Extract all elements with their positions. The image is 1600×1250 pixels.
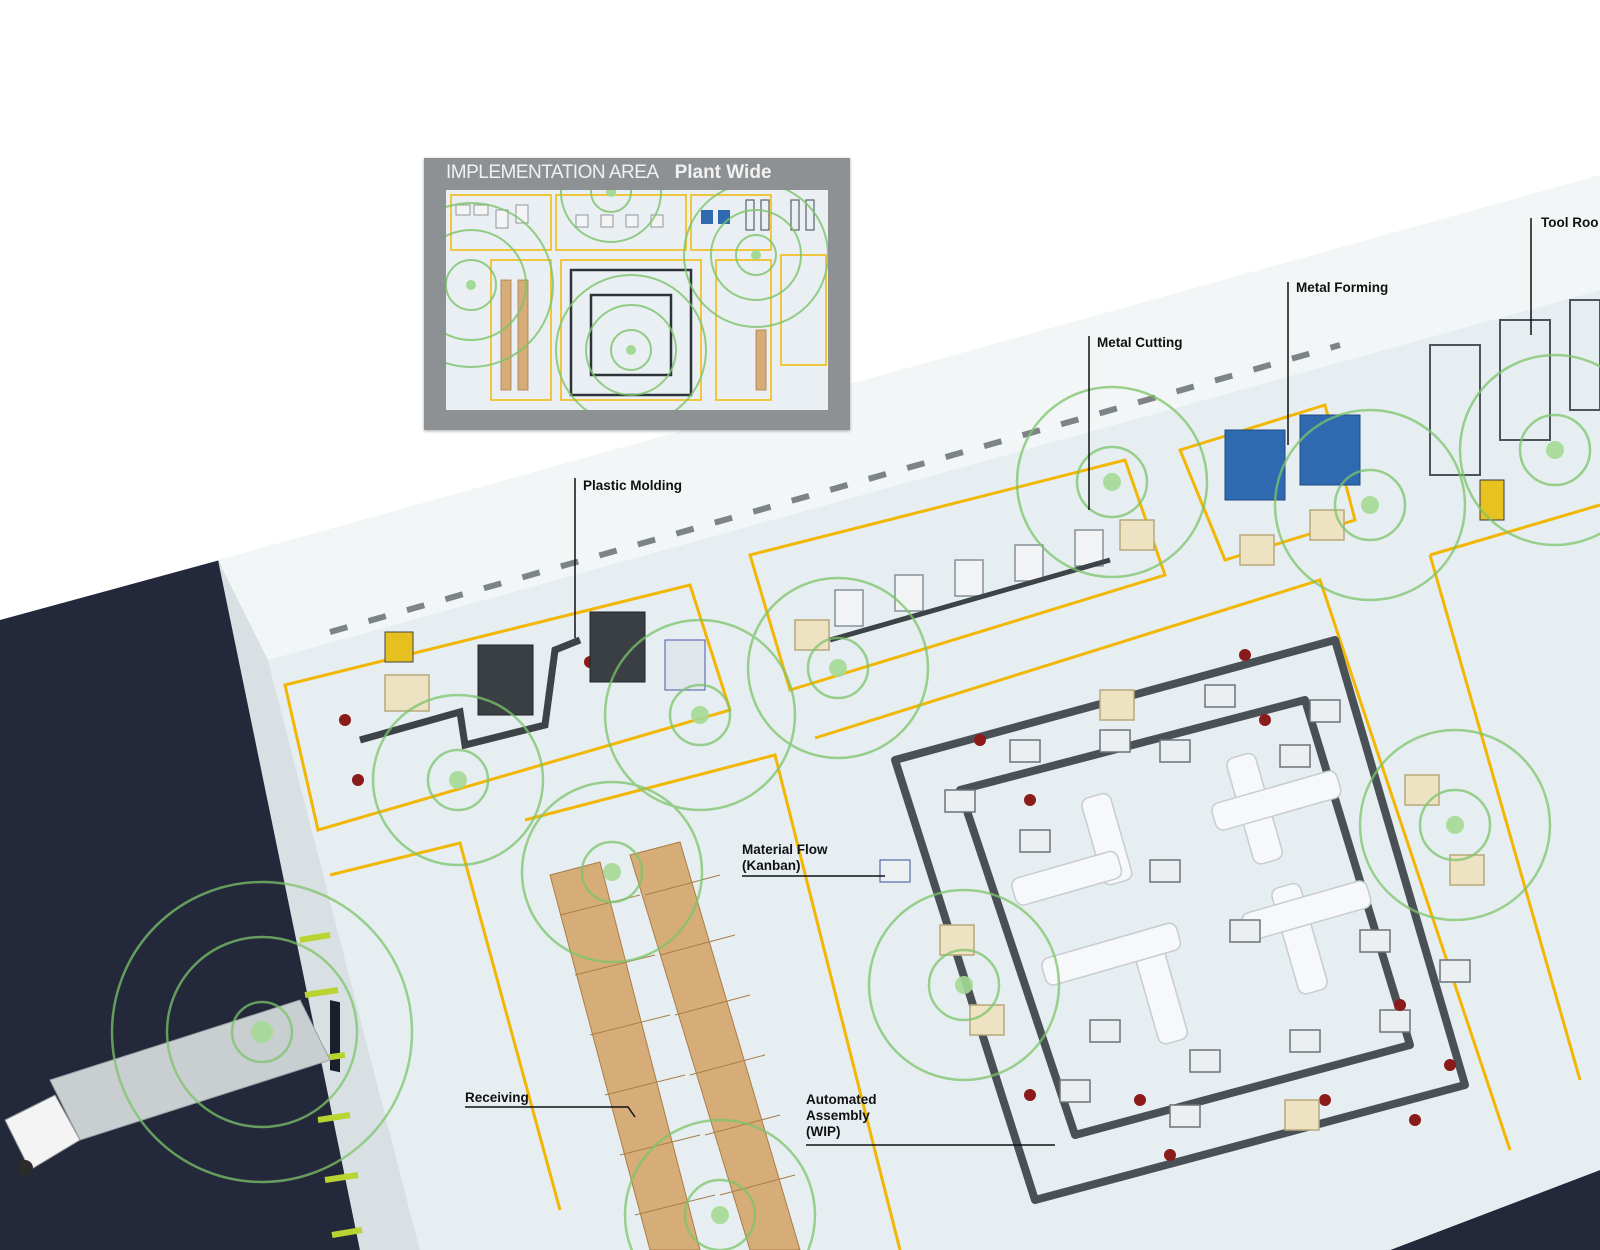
assembly-modules [1011,752,1372,1045]
label-plastic-molding: Plastic Molding [583,478,683,493]
robot-arms [339,649,1456,1161]
label-tool-room: Tool Roo [1541,215,1599,230]
assembly-workstations [944,684,1471,1128]
receiving-rack-right [629,841,801,1250]
label-automated-assembly: Automated Assembly (WIP) [806,1092,877,1139]
wall-light-strip [329,342,1341,635]
assembly-conveyor-loop [891,636,1469,1204]
plastic-molding-conveyor [359,636,582,750]
implementation-area-inset: IMPLEMENTATION AREA Plant Wide [424,158,850,430]
label-metal-cutting: Metal Cutting [1097,335,1183,350]
wireless-rings [110,353,1600,1250]
inset-plant-map [446,190,828,410]
kanban-pallets [384,509,1485,1131]
label-metal-forming: Metal Forming [1296,280,1389,295]
inset-title-right: Plant Wide [674,162,772,183]
label-material-flow: Material Flow (Kanban) [742,842,828,873]
inset-title: IMPLEMENTATION AREA Plant Wide [446,162,772,184]
metal-cutting-machines [834,529,1104,627]
receiving-rack-lines [559,874,796,1216]
wireless-access-points [251,441,1564,1224]
callout-lines [465,218,1532,1146]
dock-bumpers [299,932,363,1238]
kanban-cart [879,859,911,883]
inset-title-left: IMPLEMENTATION AREA [446,162,659,183]
left-wall [218,560,420,1250]
back-wall [218,175,1600,660]
plastic-forklift [384,631,414,663]
metal-cutting-conveyor [829,557,1111,643]
loading-dock-bays [330,1000,340,1073]
label-receiving: Receiving [465,1090,529,1105]
metal-forming-presses [1224,414,1361,501]
